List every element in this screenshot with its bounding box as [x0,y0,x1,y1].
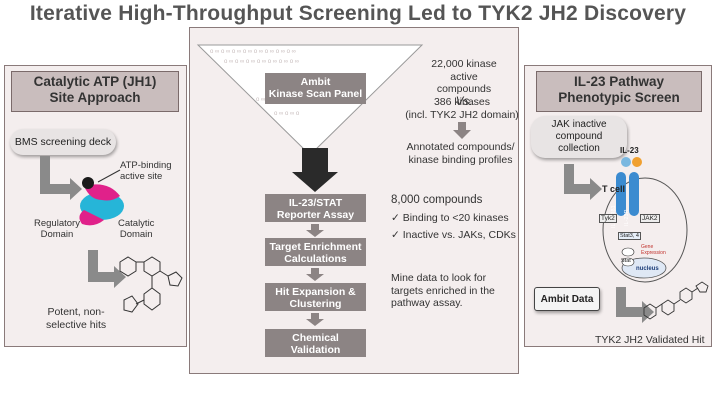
compounds-line2: active compounds [436,70,492,96]
check-item-1: ✓ Binding to <20 kinases [391,212,509,225]
step-3-line2: Clustering [289,298,342,310]
step-1-line1: IL-23/STAT [288,197,343,209]
check1-label: Binding to <20 kinases [402,212,509,224]
funnel-line1: Ambit [300,76,331,88]
left-arrow-1-icon [40,156,82,200]
kinase-domain-icon [79,177,124,226]
hits-line2: selective hits [46,318,107,331]
page-title: Iterative High-Throughput Screening Led … [29,2,687,25]
catalytic-line2: Domain [119,229,153,240]
step-4-line2: Validation [290,344,341,356]
receptor2-label: IL-23R [624,209,630,226]
left-arrow-2-icon [88,250,126,288]
left-header-line1: Catalytic ATP (JH1) [33,74,157,89]
right-molecule-icon [643,281,709,320]
right-arrow-1-icon [564,164,602,200]
atp-label-line1: ATP-binding [120,160,172,171]
left-header-line2: Site Approach [49,90,141,105]
jak-line3: collection [558,143,600,154]
mine-line3: pathway assay. [391,297,463,309]
step-target-enrichment: Target Enrichment Calculations [265,238,366,266]
jak-line1: JAK inactive [551,119,607,130]
step-4-line1: Chemical [292,332,339,344]
step-arrow-1-icon [306,224,324,237]
regulatory-line1: Regulatory [34,218,80,229]
step-chemical-validation: Chemical Validation [265,329,366,357]
stat-lower-label: Stat [621,258,631,264]
left-panel-header: Catalytic ATP (JH1) Site Approach [11,71,179,112]
kinases-line2: (incl. TYK2 JH2 domain) [405,108,519,121]
il23-ligand-icon [621,157,642,167]
profiles-text: Annotated compounds/ kinase binding prof… [398,141,523,166]
ambit-data-label: Ambit Data [540,294,594,305]
hits-line1: Potent, non- [47,306,105,318]
check-item-2: ✓ Inactive vs. JAKs, CDKs [391,229,516,242]
right-header-line2: Phenotypic Screen [558,90,680,105]
atp-pointer-line-icon [97,169,121,183]
compounds-line1: 22,000 kinase [431,58,497,70]
potent-hits-label: Potent, non- selective hits [46,306,106,331]
step-1-line2: Reporter Assay [276,209,355,221]
jak-inactive-pill: JAK inactive compound collection [531,116,627,158]
compounds-text: 22,000 kinase active compounds Vs. [424,58,504,108]
step-3-line1: Hit Expansion & [275,286,356,298]
stat-label: Stat3, 4 [618,232,641,240]
jak-line2: compound [555,131,603,142]
step-2-line2: Calculations [284,253,347,265]
nucleus-label: nucleus [636,266,659,272]
step-2-line1: Target Enrichment [269,241,362,253]
catalytic-line1: Catalytic [118,218,155,229]
check2-label: Inactive vs. JAKs, CDKs [402,229,516,241]
checkmark-icon: ✓ [391,212,403,224]
kinases-line1: 386 kinases [433,96,491,108]
left-molecule-icon [119,256,183,313]
mine-line2: targets enriched in the [391,284,495,297]
regulatory-domain-label: Regulatory Domain [34,218,80,240]
atp-label-line2: active site [120,171,163,182]
profiles-line1: Annotated compounds/ [406,141,515,153]
atp-site-label: ATP-binding active site [120,160,172,182]
svg-text:ο ∞ ο ∞ ο ∞ ο ∞ ο ∞ ο ∞ ο ∞: ο ∞ ο ∞ ο ∞ ο ∞ ο ∞ ο ∞ ο ∞ [224,59,299,65]
gene-line1: Gene [641,244,654,250]
right-header-line1: IL-23 Pathway [573,74,665,89]
validated-hit-label: TYK2 JH2 Validated Hit [595,334,705,346]
tcell-label: T cell [602,184,626,194]
mine-line1: Mine data to look for [391,272,487,284]
gene-expression-label: Gene Expression [641,244,666,256]
profiles-arrow-icon [453,122,471,139]
ambit-kinase-scan-box: Ambit Kinase Scan Panel [265,73,366,104]
right-panel-header: IL-23 Pathway Phenotypic Screen [536,71,702,112]
regulatory-line2: Domain [40,229,74,240]
gene-line2: Expression [641,250,666,256]
vs-label: Vs. [455,95,473,108]
catalytic-domain-label: Catalytic Domain [118,218,154,240]
il23-label: IL-23 [620,146,639,155]
profiles-line2: kinase binding profiles [408,153,513,166]
step-reporter-assay: IL-23/STAT Reporter Assay [265,194,366,222]
funnel-line2: Kinase Scan Panel [268,88,363,100]
mine-data-text: Mine data to look for targets enriched i… [391,272,495,310]
big-down-arrow-icon [292,148,338,192]
bms-deck-label: BMS screening deck [14,136,112,148]
svg-text:ο ∞ ο ∞ ο ∞ ο ∞ ο ∞ ο ∞ ο ∞ ο: ο ∞ ο ∞ ο ∞ ο ∞ ο ∞ ο ∞ ο ∞ ο ∞ [210,49,296,55]
bms-deck-pill: BMS screening deck [10,129,116,155]
step-arrow-2-icon [306,268,324,281]
checkmark-icon: ✓ [391,229,403,241]
right-arrow-2-icon [616,287,654,323]
count-label: 8,000 compounds [391,194,483,206]
kinases-text: 386 kinases (incl. TYK2 JH2 domain) [402,96,522,121]
tyk2-label: Tyk2 [599,214,617,223]
svg-text:ο ∞ ο ∞ ο: ο ∞ ο ∞ ο [274,111,300,117]
step-hit-expansion: Hit Expansion & Clustering [265,283,366,311]
ambit-data-pill: Ambit Data [534,287,600,311]
jak2-label: JAK2 [640,214,660,223]
step-arrow-3-icon [306,313,324,326]
cell-membrane-icon [602,172,688,283]
